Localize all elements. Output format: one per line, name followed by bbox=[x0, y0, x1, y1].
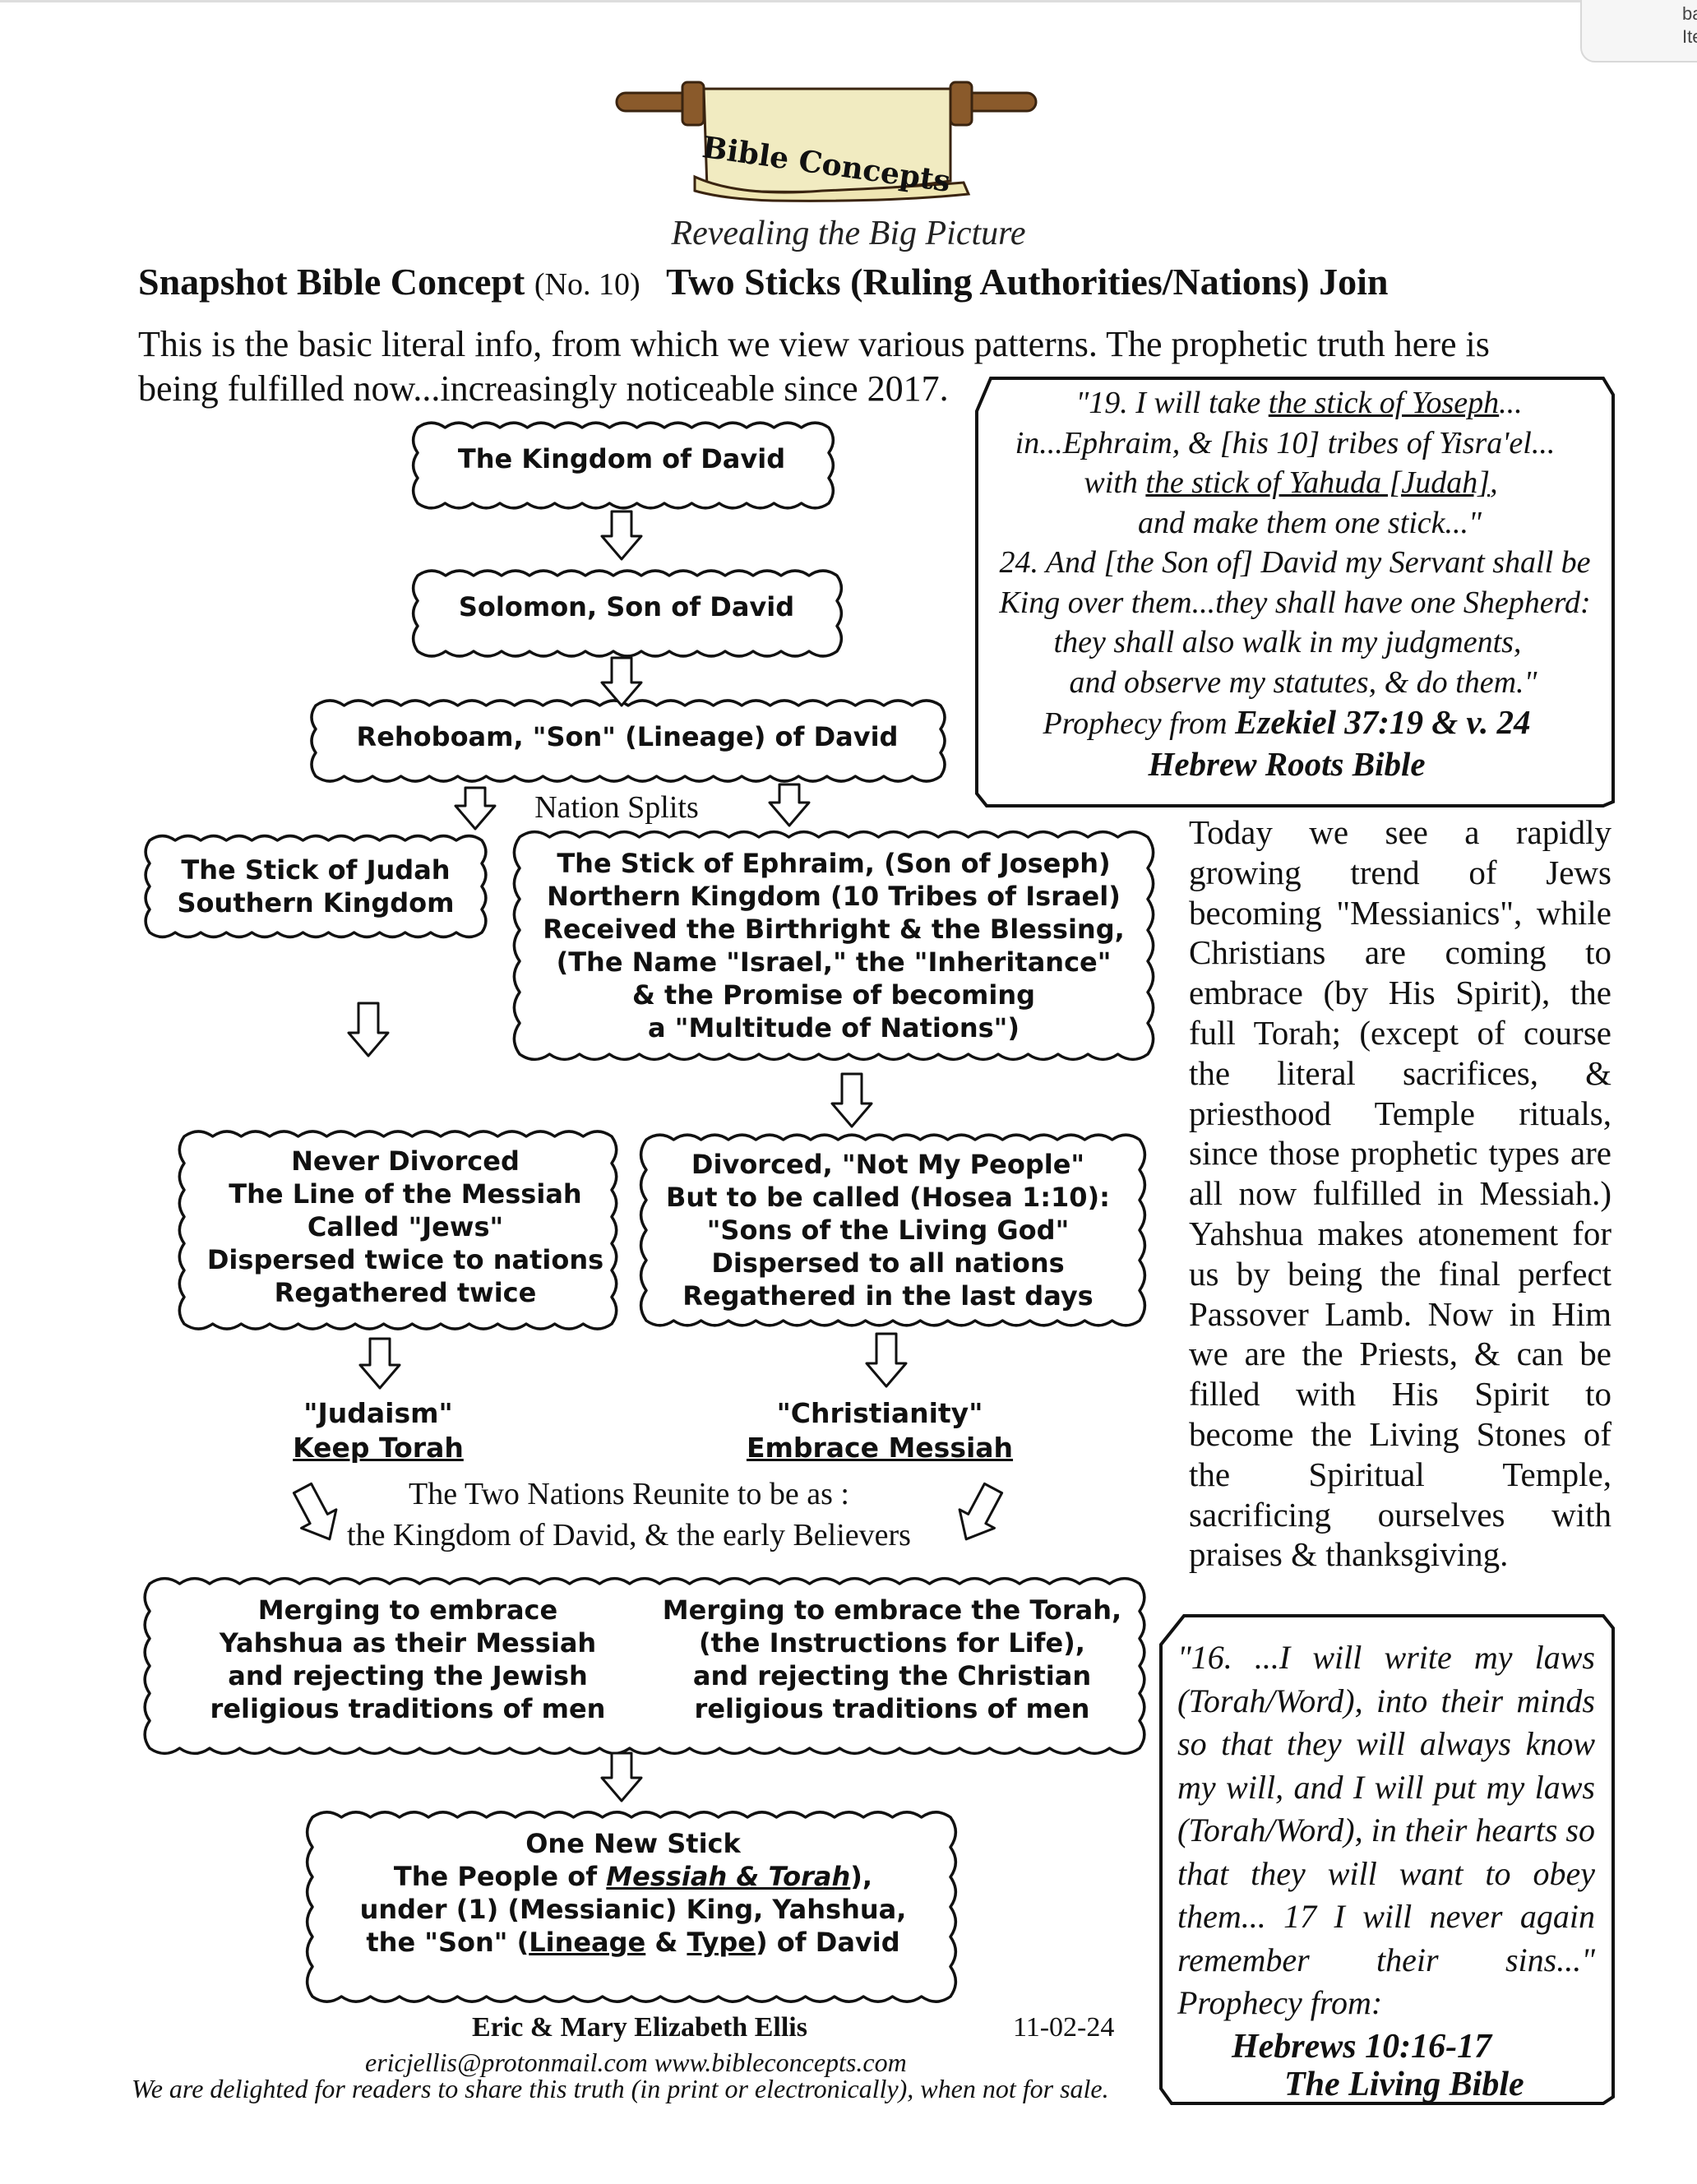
divorced-line-3: "Sons of the Living God" bbox=[641, 1214, 1135, 1247]
kingdom-of-david-text: The Kingdom of David bbox=[411, 442, 832, 475]
new-stick-line-3: under (1) (Messianic) King, Yahshua, bbox=[312, 1893, 954, 1926]
ephraim-line-1: The Stick of Ephraim, (Son of Joseph) bbox=[515, 847, 1153, 880]
christianity-label: "Christianity" Embrace Messiah bbox=[715, 1396, 1044, 1465]
arrow-solomon-to-rehoboam bbox=[602, 658, 641, 706]
never-divorced-line-5: Regathered twice bbox=[181, 1276, 630, 1309]
new-stick-line-4: the "Son" (Lineage & Type) of David bbox=[312, 1926, 954, 1959]
solomon-text: Solomon, Son of David bbox=[411, 590, 842, 623]
stick-of-ephraim-text: The Stick of Ephraim, (Son of Joseph) No… bbox=[515, 847, 1153, 1044]
never-divorced-line-3: Called "Jews" bbox=[181, 1210, 630, 1243]
ezekiel-line-9: Prophecy from Ezekiel 37:19 & v. 24 bbox=[962, 702, 1611, 744]
ezekiel-line-7: they shall also walk in my judgments, bbox=[964, 622, 1611, 663]
ezekiel-line-3: with the stick of Yahuda [Judah], bbox=[970, 463, 1611, 503]
today-paragraph: Today we see a rapidly growing trend of … bbox=[1189, 812, 1611, 1575]
divorced-line-1: Divorced, "Not My People" bbox=[641, 1148, 1135, 1181]
arrow-divorced-down bbox=[867, 1334, 906, 1386]
divorced-text: Divorced, "Not My People" But to be call… bbox=[641, 1148, 1135, 1312]
merging-right-text: Merging to embrace the Torah, (the Instr… bbox=[650, 1594, 1135, 1725]
hebrews-quote: "16. ...I will write my laws (Torah/Word… bbox=[1177, 1636, 1595, 2107]
rehoboam-text: Rehoboam, "Son" (Lineage) of David bbox=[311, 720, 944, 753]
merging-left-line-2: Yahshua as their Messiah bbox=[186, 1626, 630, 1659]
divorced-line-5: Regathered in the last days bbox=[641, 1279, 1135, 1312]
reunite-line-1: The Two Nations Reunite to be as : bbox=[329, 1474, 929, 1515]
ephraim-line-4: (The Name "Israel," the "Inheritance" bbox=[515, 946, 1153, 979]
merging-right-line-1: Merging to embrace the Torah, bbox=[650, 1594, 1135, 1626]
reunite-label: The Two Nations Reunite to be as : the K… bbox=[329, 1474, 929, 1556]
merging-left-line-1: Merging to embrace bbox=[186, 1594, 630, 1626]
nation-splits-label: Nation Splits bbox=[460, 789, 773, 826]
ezekiel-reference: Ezekiel 37:19 & v. 24 bbox=[1235, 703, 1530, 741]
judah-line-1: The Stick of Judah bbox=[146, 854, 485, 886]
ephraim-line-2: Northern Kingdom (10 Tribes of Israel) bbox=[515, 880, 1153, 913]
ezekiel-line-6: King over them...they shall have one She… bbox=[978, 583, 1611, 623]
ezekiel-line-1: "19. I will take the stick of Yoseph... bbox=[978, 383, 1611, 423]
never-divorced-line-4: Dispersed twice to nations bbox=[181, 1243, 630, 1276]
hebrews-version: The Living Bible bbox=[1177, 2063, 1595, 2107]
ezekiel-line-8: and observe my statutes, & do them." bbox=[995, 663, 1611, 703]
never-divorced-line-1: Never Divorced bbox=[181, 1145, 630, 1178]
merging-right-line-3: and rejecting the Christian bbox=[650, 1659, 1135, 1692]
ezekiel-line-4: and make them one stick..." bbox=[1008, 503, 1611, 544]
new-stick-line-1: One New Stick bbox=[312, 1827, 954, 1860]
never-divorced-text: Never Divorced The Line of the Messiah C… bbox=[181, 1145, 630, 1309]
keep-torah-text: Keep Torah bbox=[255, 1431, 502, 1465]
stick-of-judah-text: The Stick of Judah Southern Kingdom bbox=[146, 854, 485, 919]
judaism-text: "Judaism" bbox=[255, 1396, 502, 1431]
arrow-merge-to-new-stick bbox=[602, 1753, 641, 1801]
arrow-ephraim-down bbox=[832, 1074, 872, 1127]
arrow-christianity-to-merge bbox=[949, 1479, 1010, 1548]
footer-date: 11-02-24 bbox=[1013, 2012, 1114, 2043]
reunite-line-2: the Kingdom of David, & the early Believ… bbox=[329, 1515, 929, 1556]
hebrews-quote-text: "16. ...I will write my laws (Torah/Word… bbox=[1177, 1639, 1595, 2021]
merging-right-line-2: (the Instructions for Life), bbox=[650, 1626, 1135, 1659]
arrow-never-divorced-down bbox=[360, 1339, 400, 1388]
one-new-stick-text: One New Stick The People of Messiah & To… bbox=[312, 1827, 954, 1959]
christianity-text: "Christianity" bbox=[715, 1396, 1044, 1431]
merging-left-line-4: religious traditions of men bbox=[186, 1692, 630, 1725]
arrow-kingdom-to-solomon bbox=[602, 511, 641, 559]
embrace-messiah-text: Embrace Messiah bbox=[715, 1431, 1044, 1465]
ezekiel-quote: "19. I will take the stick of Yoseph... … bbox=[978, 383, 1611, 784]
divorced-line-4: Dispersed to all nations bbox=[641, 1247, 1135, 1279]
ezekiel-line-5: 24. And [the Son of] David my Servant sh… bbox=[978, 543, 1611, 583]
never-divorced-line-2: The Line of the Messiah bbox=[181, 1178, 630, 1210]
merging-left-text: Merging to embrace Yahshua as their Mess… bbox=[186, 1594, 630, 1725]
merging-left-line-3: and rejecting the Jewish bbox=[186, 1659, 630, 1692]
arrow-rehoboam-to-ephraim bbox=[770, 784, 809, 826]
judah-line-2: Southern Kingdom bbox=[146, 886, 485, 919]
new-stick-line-2: The People of Messiah & Torah), bbox=[312, 1860, 954, 1893]
ephraim-line-6: a "Multitude of Nations") bbox=[515, 1011, 1153, 1044]
footer-notice: We are delighted for readers to share th… bbox=[132, 2074, 1109, 2104]
ezekiel-line-2: in...Ephraim, & [his 10] tribes of Yisra… bbox=[959, 423, 1611, 464]
merging-right-line-4: religious traditions of men bbox=[650, 1692, 1135, 1725]
ephraim-line-5: & the Promise of becoming bbox=[515, 979, 1153, 1011]
ephraim-line-3: Received the Birthright & the Blessing, bbox=[515, 913, 1153, 946]
footer-authors: Eric & Mary Elizabeth Ellis bbox=[472, 2012, 807, 2043]
ezekiel-version: Hebrew Roots Bible bbox=[962, 744, 1611, 784]
hebrews-reference: Hebrews 10:16-17 bbox=[1177, 2025, 1595, 2069]
messiah-torah-emphasis: Messiah & Torah bbox=[606, 1861, 850, 1892]
judaism-label: "Judaism" Keep Torah bbox=[255, 1396, 502, 1465]
divorced-line-2: But to be called (Hosea 1:10): bbox=[641, 1181, 1135, 1214]
arrow-judah-down bbox=[349, 1003, 388, 1056]
